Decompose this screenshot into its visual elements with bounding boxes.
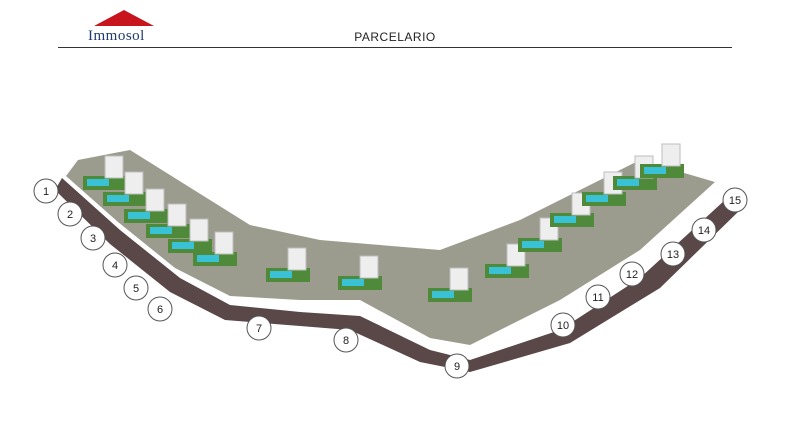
lot-number: 6 bbox=[157, 304, 163, 316]
lot-marker-circle bbox=[102, 252, 128, 278]
lot-number: 2 bbox=[67, 209, 73, 221]
pool bbox=[128, 212, 150, 219]
lot-marker-14[interactable]: 14 bbox=[691, 217, 717, 243]
villa bbox=[189, 218, 209, 242]
lot-marker-circle bbox=[444, 353, 470, 379]
pool bbox=[87, 179, 109, 186]
lot-number: 13 bbox=[667, 249, 679, 261]
lot-marker-circle bbox=[691, 217, 717, 243]
lot-number: 4 bbox=[112, 260, 118, 272]
lot-marker-circle bbox=[147, 296, 173, 322]
lot-number: 1 bbox=[43, 186, 49, 198]
pool bbox=[150, 227, 172, 234]
villa-lot-5 bbox=[168, 218, 212, 253]
pool bbox=[172, 242, 194, 249]
lot-marker-6[interactable]: 6 bbox=[147, 296, 173, 322]
lot-number: 11 bbox=[592, 292, 603, 304]
villa-lot-4 bbox=[146, 203, 190, 238]
lot-number: 10 bbox=[557, 320, 569, 332]
pool bbox=[270, 271, 292, 278]
lot-marker-2[interactable]: 2 bbox=[57, 201, 83, 227]
pool bbox=[554, 216, 576, 223]
lot-number: 3 bbox=[90, 233, 96, 245]
villa-lot-1 bbox=[83, 155, 127, 190]
villa-lot-9 bbox=[428, 267, 472, 302]
lot-number: 5 bbox=[133, 283, 139, 295]
header-divider bbox=[58, 47, 732, 48]
lot-marker-8[interactable]: 8 bbox=[333, 327, 359, 353]
lot-marker-circle bbox=[619, 261, 645, 287]
lot-marker-10[interactable]: 10 bbox=[550, 312, 576, 338]
villa bbox=[359, 255, 379, 279]
pool bbox=[432, 291, 454, 298]
lot-marker-9[interactable]: 9 bbox=[444, 353, 470, 379]
page-title: PARCELARIO bbox=[354, 30, 436, 44]
lot-marker-circle bbox=[246, 315, 272, 341]
pool bbox=[197, 255, 219, 262]
pool bbox=[617, 179, 639, 186]
villa bbox=[104, 155, 124, 179]
lot-number: 7 bbox=[256, 323, 262, 335]
pool bbox=[644, 167, 666, 174]
lot-number: 15 bbox=[729, 195, 741, 207]
lot-marker-5[interactable]: 5 bbox=[123, 275, 149, 301]
lot-marker-circle bbox=[660, 241, 686, 267]
lot-marker-circle bbox=[333, 327, 359, 353]
pool bbox=[107, 195, 129, 202]
villa bbox=[287, 247, 307, 271]
lot-marker-circle bbox=[585, 284, 611, 310]
lot-marker-7[interactable]: 7 bbox=[246, 315, 272, 341]
lot-number: 9 bbox=[454, 361, 460, 373]
villa bbox=[124, 171, 144, 195]
lot-marker-1[interactable]: 1 bbox=[33, 178, 59, 204]
villa bbox=[167, 203, 187, 227]
villa-lot-3 bbox=[124, 188, 168, 223]
lot-marker-13[interactable]: 13 bbox=[660, 241, 686, 267]
terrain bbox=[66, 150, 715, 345]
lot-marker-15[interactable]: 15 bbox=[722, 187, 748, 213]
lot-marker-circle bbox=[80, 225, 106, 251]
lot-marker-3[interactable]: 3 bbox=[80, 225, 106, 251]
lot-marker-4[interactable]: 4 bbox=[102, 252, 128, 278]
villa bbox=[214, 231, 234, 255]
lot-number: 14 bbox=[698, 225, 710, 237]
logo-roof-icon bbox=[94, 10, 154, 26]
villa-lot-15 bbox=[640, 143, 684, 178]
lot-number: 12 bbox=[626, 269, 638, 281]
villa-lot-2 bbox=[103, 171, 147, 206]
villa-lot-6 bbox=[193, 231, 237, 266]
pool bbox=[489, 267, 511, 274]
logo-text: Immosol bbox=[88, 28, 145, 44]
lot-marker-circle bbox=[722, 187, 748, 213]
villa bbox=[661, 143, 681, 167]
lot-marker-11[interactable]: 11 bbox=[585, 284, 611, 310]
lot-marker-circle bbox=[33, 178, 59, 204]
lot-marker-circle bbox=[57, 201, 83, 227]
lot-marker-12[interactable]: 12 bbox=[619, 261, 645, 287]
lot-marker-circle bbox=[123, 275, 149, 301]
villa-lot-7 bbox=[266, 247, 310, 282]
lot-marker-circle bbox=[550, 312, 576, 338]
pool bbox=[586, 195, 608, 202]
villa-lot-8 bbox=[338, 255, 382, 290]
pool bbox=[342, 279, 364, 286]
villa bbox=[449, 267, 469, 291]
pool bbox=[522, 241, 544, 248]
villa bbox=[145, 188, 165, 212]
villa-lot-11 bbox=[518, 217, 562, 252]
lot-number: 8 bbox=[343, 335, 349, 347]
immosol-logo: Immosol bbox=[88, 8, 168, 48]
